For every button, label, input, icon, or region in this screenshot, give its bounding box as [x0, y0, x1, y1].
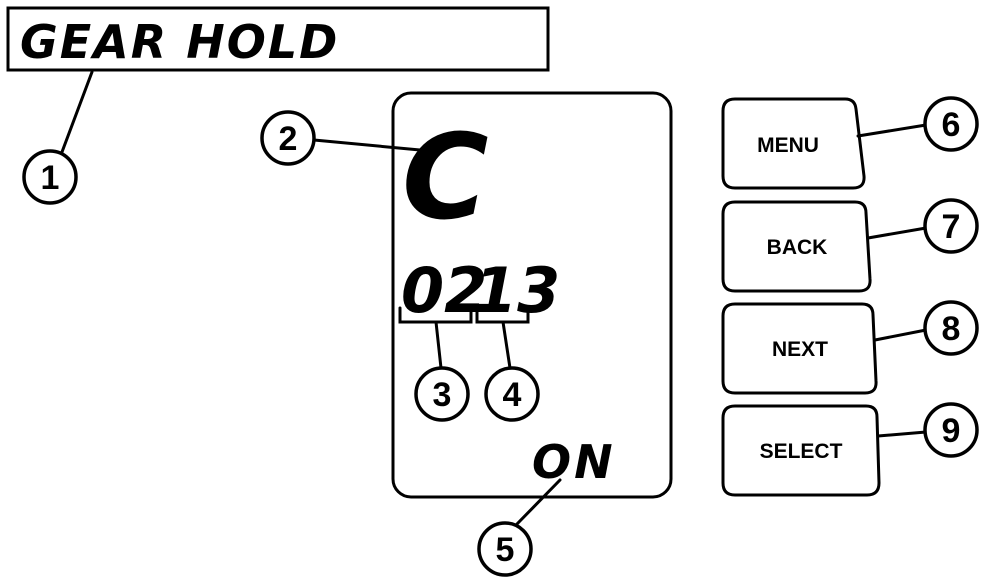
lcd-left-digits: 02 [401, 254, 487, 327]
callout-3-number: 3 [433, 376, 452, 414]
top-display-text: GEAR HOLD [20, 15, 339, 69]
callout-8-circle [923, 300, 979, 356]
select-button-shape[interactable] [721, 404, 881, 497]
callout-1-number: 1 [41, 159, 60, 197]
menu-button-label: MENU [757, 134, 819, 157]
callout-6-leader [856, 123, 928, 138]
next-button-label: NEXT [772, 338, 828, 361]
callout-9-circle [923, 402, 979, 458]
callout-6-number: 6 [942, 106, 961, 144]
menu-button[interactable]: MENU [721, 97, 866, 190]
callout-9: 9 [876, 402, 979, 458]
back-button[interactable]: BACK [721, 200, 872, 293]
top-message-display: GEAR HOLD [6, 6, 550, 72]
callout-5-leader [515, 478, 562, 526]
next-button-shape[interactable] [721, 302, 878, 395]
callout-1-leader [60, 70, 94, 154]
callout-8: 8 [873, 300, 979, 356]
select-button-label: SELECT [760, 440, 843, 463]
callout-5-circle [477, 521, 533, 577]
lcd-mode-char: C [402, 108, 489, 246]
callout-7-circle [923, 198, 979, 254]
callout-5: 5 [477, 478, 562, 577]
callout-4-leader [501, 320, 512, 370]
callout-6: 6 [856, 96, 979, 152]
back-button-shape[interactable] [721, 200, 872, 293]
callout-2: 2 [260, 110, 422, 166]
callout-3: 3 [414, 320, 470, 422]
callout-7-leader [866, 226, 928, 240]
top-display-frame [6, 6, 550, 72]
callout-3-leader [434, 320, 443, 370]
callout-4: 4 [484, 320, 540, 422]
callout-8-number: 8 [942, 310, 961, 348]
callout-2-circle [260, 110, 316, 166]
callout-7-number: 7 [942, 208, 961, 246]
callout-5-number: 5 [496, 531, 515, 569]
callout-7: 7 [866, 198, 979, 254]
callout-2-leader [312, 138, 422, 152]
next-button[interactable]: NEXT [721, 302, 878, 395]
callout-4-number: 4 [503, 376, 522, 414]
back-button-label: BACK [767, 236, 828, 259]
callout-8-leader [873, 328, 928, 342]
callout-4-circle [484, 366, 540, 422]
callout-6-circle [923, 96, 979, 152]
callout-3-circle [414, 366, 470, 422]
callout-9-number: 9 [942, 412, 961, 450]
lcd-status-text: ON [532, 435, 616, 489]
callout-1: 1 [22, 70, 94, 205]
select-button[interactable]: SELECT [721, 404, 881, 497]
lcd-right-digits: 13 [474, 254, 560, 327]
lcd-panel: C 02 13 ON [391, 91, 673, 499]
callout-9-leader [876, 430, 928, 438]
callout-2-number: 2 [279, 120, 298, 158]
menu-button-shape[interactable] [721, 97, 866, 190]
callout-1-circle [22, 149, 78, 205]
